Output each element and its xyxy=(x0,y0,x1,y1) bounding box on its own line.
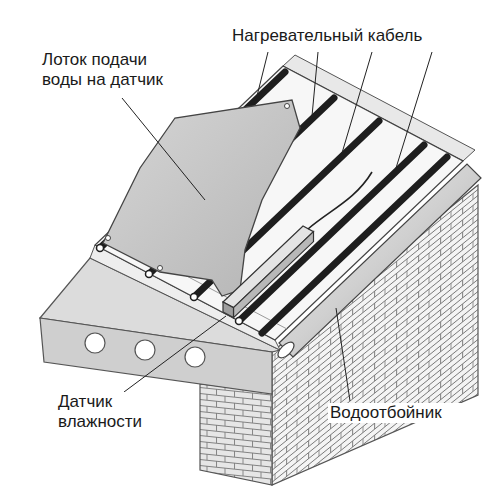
sensor-side xyxy=(234,232,314,318)
leader-line xyxy=(257,52,268,96)
sensor-top xyxy=(223,226,314,308)
leader-lines xyxy=(122,52,432,401)
tray-rivet xyxy=(106,236,111,241)
heating-cables xyxy=(100,72,447,333)
roof-sheet xyxy=(95,66,463,340)
sensor-wire xyxy=(308,172,372,229)
slab-hole xyxy=(85,333,105,353)
cable-end-cap xyxy=(146,271,153,278)
deflector-end xyxy=(275,339,296,360)
leader-line xyxy=(336,308,350,401)
sensor-end xyxy=(223,302,234,318)
leader-line xyxy=(122,98,205,200)
callout-label: Лоток подачи воды на датчик xyxy=(40,50,166,90)
tray-rivet xyxy=(285,104,290,109)
water-deflector xyxy=(279,164,481,357)
leader-line xyxy=(396,52,432,168)
cable-end-cap xyxy=(191,294,198,301)
cable-end-cap xyxy=(236,318,243,325)
callout-label: Водоотбойник xyxy=(328,403,492,423)
tray-rivet xyxy=(158,266,163,271)
slab-hole xyxy=(135,340,155,360)
leader-line xyxy=(342,52,372,153)
callout-label: Датчик влажности xyxy=(56,392,162,432)
leader-line xyxy=(312,52,318,116)
brick-wall-left xyxy=(200,384,272,485)
callout-label: Нагревательный кабель xyxy=(230,26,496,46)
leader-line xyxy=(124,316,226,392)
slab-hole xyxy=(185,347,205,367)
cable-end-cap xyxy=(97,245,104,252)
